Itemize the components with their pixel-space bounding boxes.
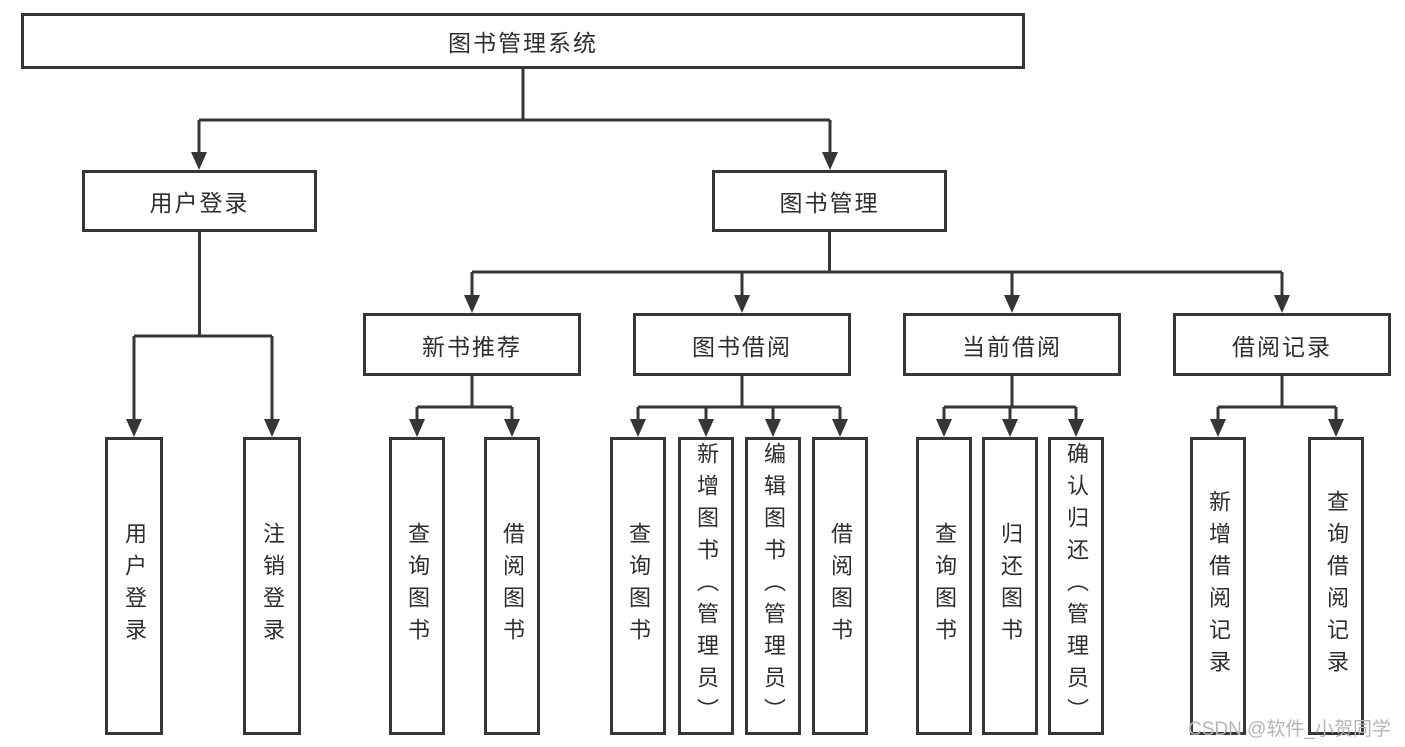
leaf-borrow-books: 借阅图书	[812, 437, 868, 735]
leaf-user-login-label: 用户登录	[122, 522, 147, 650]
leaf-add-borrow-record: 新增借阅记录	[1190, 437, 1246, 735]
leaf-add-borrow-record-label: 新增借阅记录	[1206, 490, 1231, 682]
leaf-query-borrow-record-label: 查询借阅记录	[1324, 490, 1349, 682]
leaf-logout: 注销登录	[243, 437, 301, 735]
node-borrow-records: 借阅记录	[1173, 313, 1391, 376]
leaf-borrow-books-recommend-label: 借阅图书	[500, 522, 525, 650]
node-borrow-records-label: 借阅记录	[1232, 333, 1332, 360]
node-book-borrow: 图书借阅	[633, 313, 851, 376]
leaf-return-books-label: 归还图书	[998, 522, 1023, 650]
leaf-edit-books-admin-label: 编辑图书（管理员）	[761, 442, 786, 730]
leaf-query-books-current: 查询图书	[916, 437, 972, 735]
node-current-borrow: 当前借阅	[903, 313, 1121, 376]
leaf-query-books-recommend-label: 查询图书	[405, 522, 430, 650]
node-book-management-label: 图书管理	[779, 190, 880, 216]
leaf-borrow-books-recommend: 借阅图书	[484, 437, 540, 735]
leaf-borrow-books-label: 借阅图书	[828, 522, 853, 650]
leaf-logout-label: 注销登录	[260, 522, 285, 650]
node-user-login: 用户登录	[82, 170, 317, 232]
node-new-book-recommend-label: 新书推荐	[422, 333, 522, 360]
leaf-query-books-borrow-label: 查询图书	[626, 522, 651, 650]
leaf-add-books-admin: 新增图书（管理员）	[678, 437, 734, 735]
arrowheads	[126, 152, 1344, 437]
leaf-confirm-return-admin: 确认归还（管理员）	[1048, 437, 1104, 735]
leaf-user-login: 用户登录	[105, 437, 163, 735]
node-library-management-system: 图书管理系统	[21, 13, 1025, 69]
node-book-management: 图书管理	[712, 170, 947, 232]
leaf-query-borrow-record: 查询借阅记录	[1308, 437, 1364, 735]
leaf-query-books-recommend: 查询图书	[389, 437, 445, 735]
leaf-query-books-borrow: 查询图书	[610, 437, 666, 735]
node-library-management-system-label: 图书管理系统	[448, 30, 598, 56]
node-new-book-recommend: 新书推荐	[363, 313, 581, 376]
leaf-return-books: 归还图书	[982, 437, 1038, 735]
leaf-edit-books-admin: 编辑图书（管理员）	[745, 437, 801, 735]
csdn-watermark: CSDN @软件_小贺同学	[1188, 719, 1391, 740]
connector-lines	[132, 69, 1338, 421]
leaf-query-books-current-label: 查询图书	[932, 522, 957, 650]
leaf-add-books-admin-label: 新增图书（管理员）	[694, 442, 719, 730]
node-book-borrow-label: 图书借阅	[692, 333, 792, 360]
leaf-confirm-return-admin-label: 确认归还（管理员）	[1064, 442, 1089, 730]
node-current-borrow-label: 当前借阅	[962, 333, 1062, 360]
node-user-login-label: 用户登录	[149, 190, 250, 216]
